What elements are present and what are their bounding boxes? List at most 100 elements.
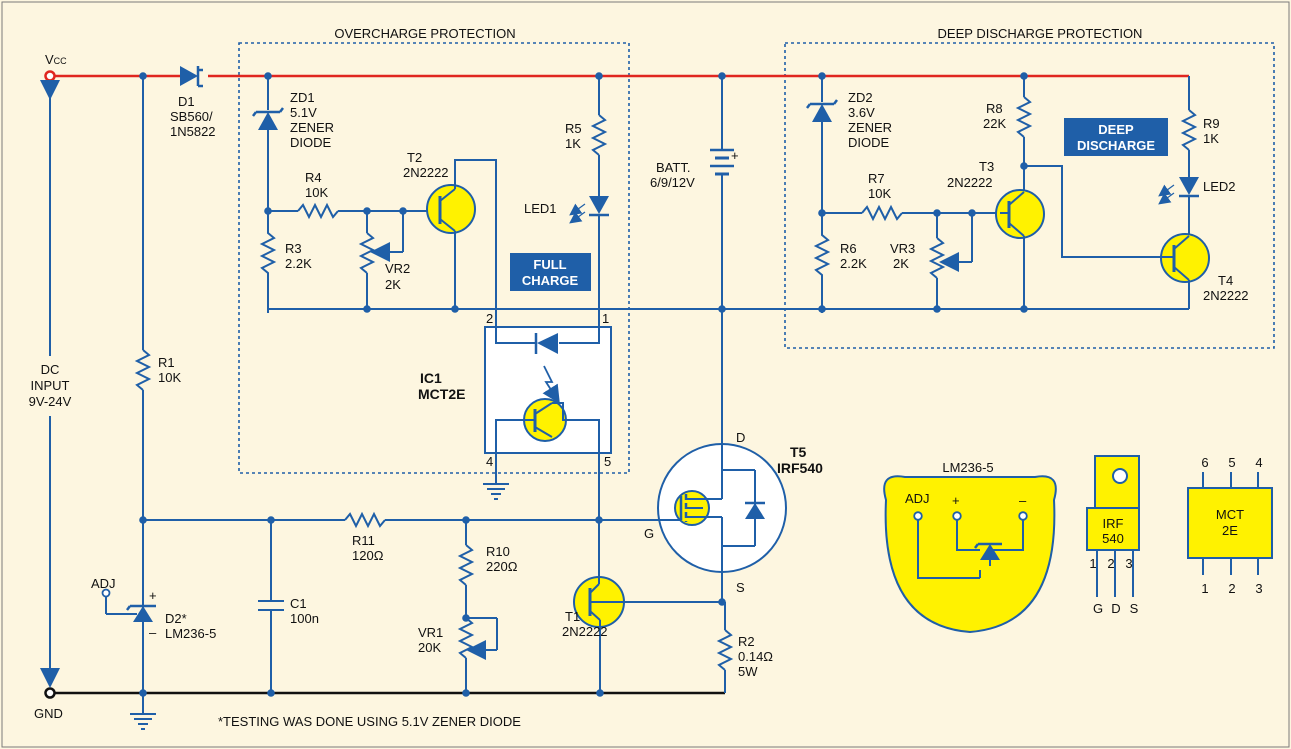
c1-value: 100n <box>290 611 319 626</box>
r11-symbol <box>344 511 386 529</box>
vr1-value: 20K <box>418 640 441 655</box>
svg-text:CHARGE: CHARGE <box>522 273 579 288</box>
d1-value-1: SB560/ <box>170 109 213 124</box>
deep-discharge-badge: DEEP DISCHARGE <box>1064 118 1168 156</box>
d1-label: D1 <box>178 94 195 109</box>
lm236-plus: + <box>952 493 960 508</box>
lm236-pinout <box>883 475 1057 634</box>
d2-reference-symbol <box>101 588 156 622</box>
d2-minus-label: – <box>149 625 157 640</box>
zd1-value-3: DIODE <box>290 135 332 150</box>
r8-branch <box>1015 76 1033 190</box>
r11-value: 120Ω <box>352 548 384 563</box>
ic1-optocoupler <box>484 326 612 454</box>
vr2-label: VR2 <box>385 261 410 276</box>
r2-label: R2 <box>738 634 755 649</box>
zd2-value-3: DIODE <box>848 135 890 150</box>
t2-value: 2N2222 <box>403 165 449 180</box>
r4-label: R4 <box>305 170 322 185</box>
r7-value: 10K <box>868 186 891 201</box>
d1-diode-symbol <box>180 66 203 88</box>
r6-symbol <box>813 213 831 313</box>
irf540-pin-1: 1 <box>1089 556 1096 571</box>
zd2-label: ZD2 <box>848 90 873 105</box>
full-charge-badge: FULL CHARGE <box>510 253 591 291</box>
led2-label: LED2 <box>1203 179 1236 194</box>
r6-label: R6 <box>840 241 857 256</box>
r7-label: R7 <box>868 171 885 186</box>
t2-transistor <box>426 159 497 343</box>
ic1-pin-1: 1 <box>602 311 609 326</box>
vr2-pot <box>358 211 404 309</box>
irf540-label-1: IRF <box>1103 516 1124 531</box>
r11-label: R11 <box>352 533 375 548</box>
r5-led1-branch <box>569 76 609 343</box>
mct2e-package <box>1187 472 1273 575</box>
vr2-value: 2K <box>385 277 401 292</box>
r1-value: 10K <box>158 370 181 385</box>
r3-symbol <box>259 211 277 313</box>
t5-label: T5 <box>790 444 807 460</box>
overcharge-box <box>238 42 630 474</box>
gnd-label: GND <box>34 706 63 721</box>
gnd-terminal <box>44 687 56 699</box>
zd2-value-1: 3.6V <box>848 105 875 120</box>
batt-label: BATT. <box>656 160 690 175</box>
r9-label: R9 <box>1203 116 1220 131</box>
r3-value: 2.2K <box>285 256 312 271</box>
r10-label: R10 <box>486 544 510 559</box>
vr1-label: VR1 <box>418 625 443 640</box>
svg-text:DEEP: DEEP <box>1098 122 1134 137</box>
t2-label: T2 <box>407 150 422 165</box>
r8-value: 22K <box>983 116 1006 131</box>
zd1-label: ZD1 <box>290 90 315 105</box>
lm236-minus: – <box>1019 493 1027 508</box>
deep-discharge-box <box>784 42 1275 349</box>
r8-label: R8 <box>986 101 1003 116</box>
r3-label: R3 <box>285 241 302 256</box>
d2-plus-label: + <box>149 588 157 603</box>
mct2e-pin-2: 2 <box>1228 581 1235 596</box>
mct2e-pin-1: 1 <box>1201 581 1208 596</box>
t1-value: 2N2222 <box>562 624 608 639</box>
irf540-pin-3: 3 <box>1125 556 1132 571</box>
footnote: *TESTING WAS DONE USING 5.1V ZENER DIODE <box>218 714 521 729</box>
zd2-value-2: ZENER <box>848 120 892 135</box>
irf540-pin-2: 2 <box>1107 556 1114 571</box>
dc-input-label-1: DC <box>41 362 60 377</box>
d2-value: LM236-5 <box>165 626 216 641</box>
t1-transistor <box>573 520 625 693</box>
batt-plus: + <box>731 148 739 163</box>
t4-transistor <box>1160 233 1210 309</box>
r5-value: 1K <box>565 136 581 151</box>
vr3-value: 2K <box>893 256 909 271</box>
lm236-title: LM236-5 <box>942 460 993 475</box>
t5-pin-g: G <box>644 526 654 541</box>
mct2e-pin-5: 5 <box>1228 455 1235 470</box>
irf540-pin-g: G <box>1093 601 1103 616</box>
irf540-pin-d: D <box>1111 601 1120 616</box>
batt-value: 6/9/12V <box>650 175 695 190</box>
r6-value: 2.2K <box>840 256 867 271</box>
t5-mosfet <box>642 443 787 602</box>
t3-transistor <box>995 165 1160 309</box>
t5-value: IRF540 <box>777 460 823 476</box>
ic1-pin-4: 4 <box>486 454 493 469</box>
zd1-value-2: ZENER <box>290 120 334 135</box>
irf540-label-2: 540 <box>1102 531 1124 546</box>
junction-dots <box>139 72 1028 697</box>
irf540-package <box>1086 455 1140 597</box>
led1-label: LED1 <box>524 201 557 216</box>
overcharge-title: OVERCHARGE PROTECTION <box>334 26 515 41</box>
r1-label: R1 <box>158 355 175 370</box>
d2-adj-label: ADJ <box>91 576 116 591</box>
ic1-pin-5: 5 <box>604 454 611 469</box>
c1-label: C1 <box>290 596 307 611</box>
mct2e-pin-6: 6 <box>1201 455 1208 470</box>
dc-input-label-3: 9V-24V <box>29 394 72 409</box>
svg-text:FULL: FULL <box>533 257 566 272</box>
t3-value: 2N2222 <box>947 175 993 190</box>
r9-led2-branch <box>1158 76 1199 235</box>
